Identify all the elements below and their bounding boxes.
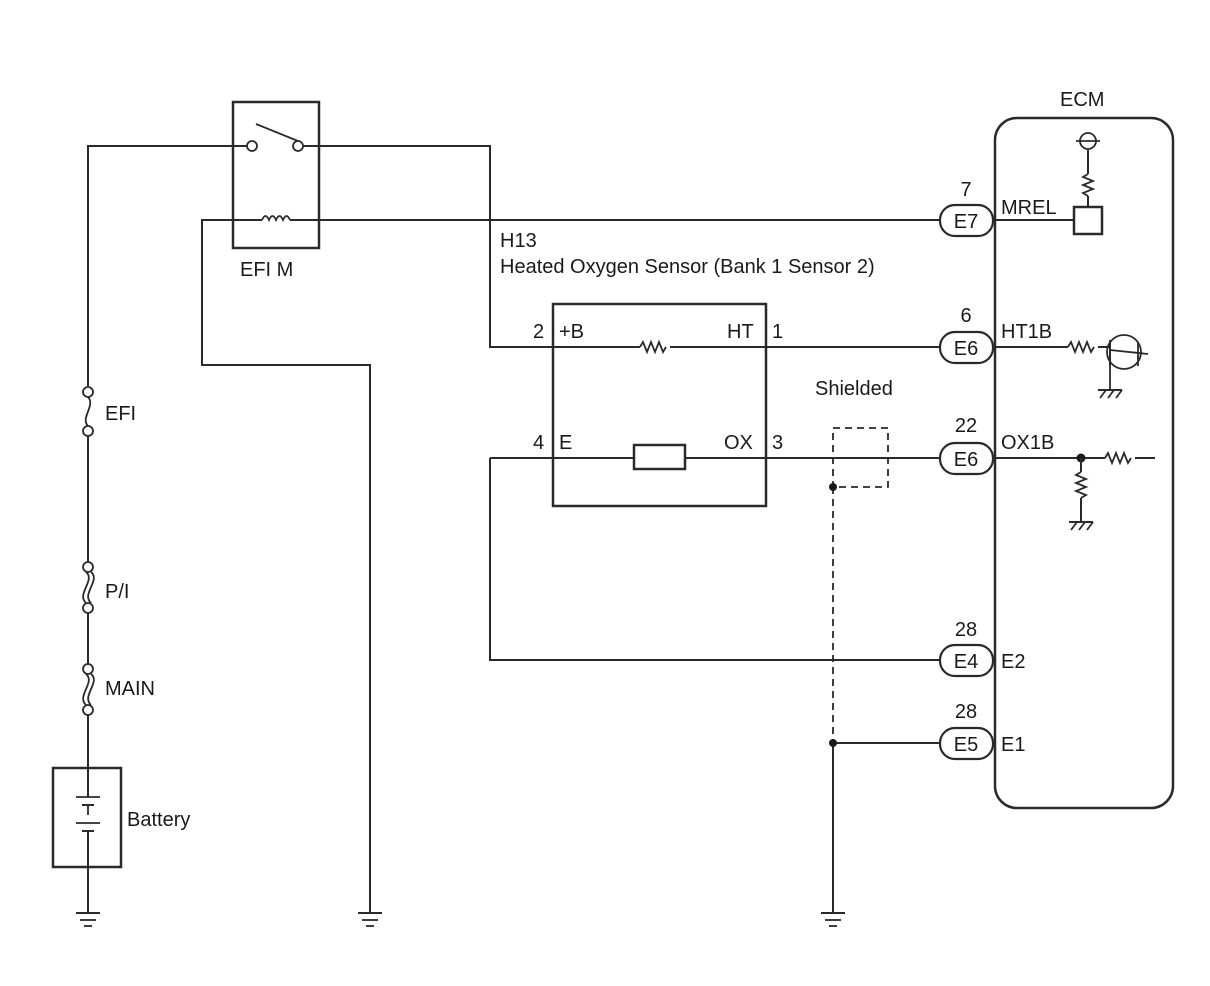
coil-ground-wire [201, 219, 382, 927]
terminal-connector: E6 [954, 338, 978, 360]
terminal-number: 28 [955, 619, 977, 641]
power-feed [51, 145, 247, 927]
sensor-pin-b-num: 2 [533, 321, 544, 343]
sensor-name-label: Heated Oxygen Sensor (Bank 1 Sensor 2) [500, 256, 875, 278]
sensor-pin-ox-num: 3 [772, 432, 783, 454]
sensor-pin-e-name: E [559, 432, 572, 454]
sensor-pin-b-name: +B [559, 321, 584, 343]
sensor-connector-label: H13 [500, 230, 537, 252]
relay-label: EFI M [240, 259, 293, 281]
terminal-name: HT1B [1001, 321, 1052, 343]
terminal-mrel: 7 E7 MREL [938, 179, 1057, 238]
sensor-pin-e-num: 4 [533, 432, 544, 454]
e2-wire [489, 458, 940, 661]
ecm-title: ECM [1060, 89, 1104, 111]
terminal-name: OX1B [1001, 432, 1054, 454]
terminal-e2: 28 E4 E2 [938, 619, 1025, 678]
terminal-number: 28 [955, 701, 977, 723]
terminal-number: 7 [960, 179, 971, 201]
shield-label: Shielded [815, 378, 893, 400]
efi-m-relay: EFI M [231, 100, 321, 281]
relay-to-sensor-wire [303, 145, 553, 348]
terminal-name: MREL [1001, 197, 1057, 219]
terminal-name: E2 [1001, 651, 1025, 673]
terminal-connector: E4 [954, 651, 978, 673]
fuse-pi-label: P/I [105, 581, 129, 603]
battery-label: Battery [127, 809, 190, 831]
fuse-main-label: MAIN [105, 678, 155, 700]
terminal-name: E1 [1001, 734, 1025, 756]
terminal-number: 22 [955, 415, 977, 437]
sensor-pin-ht-name: HT [727, 321, 754, 343]
shield [821, 427, 940, 927]
terminal-ox1b: 22 E6 OX1B [938, 415, 1054, 476]
sensor-pin-ht-num: 1 [772, 321, 783, 343]
terminal-connector: E6 [954, 449, 978, 471]
terminal-number: 6 [960, 305, 971, 327]
terminal-connector: E7 [954, 211, 978, 233]
ecm-box [993, 116, 1175, 810]
sensor-pin-ox-name: OX [724, 432, 753, 454]
fuse-efi-label: EFI [105, 403, 136, 425]
oxygen-sensor [490, 302, 940, 508]
terminal-connector: E5 [954, 734, 978, 756]
terminal-ht1b: 6 E6 HT1B [938, 305, 1052, 365]
terminal-e1: 28 E5 E1 [938, 701, 1025, 761]
